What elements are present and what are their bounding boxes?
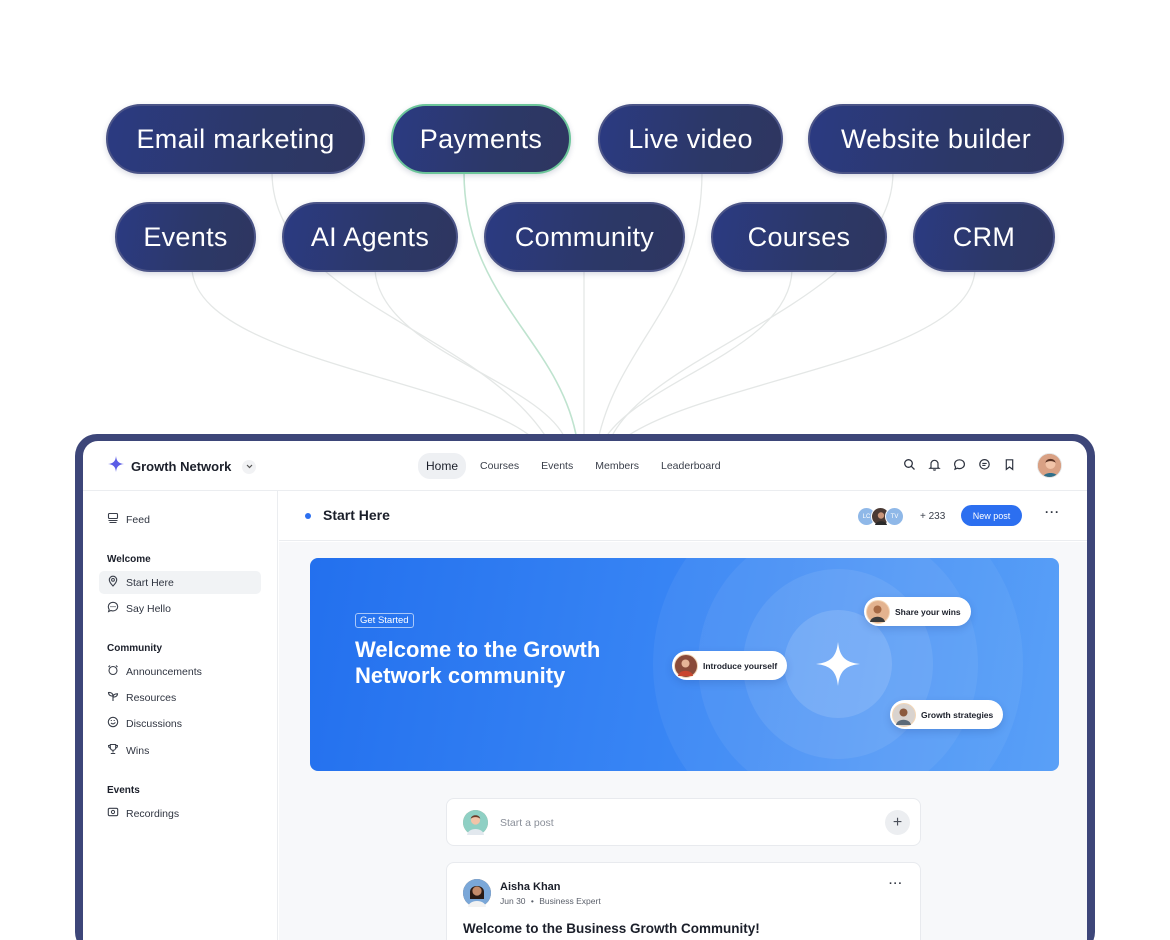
top-icons [903,458,1016,471]
post-composer[interactable]: Start a post + [446,798,921,846]
chat-icon[interactable] [953,458,966,471]
post-card: Aisha Khan Jun 30 • Business Expert ··· … [446,862,921,940]
feature-pill-live-video[interactable]: Live video [598,104,783,174]
alarm-icon [107,664,119,679]
connector-events [191,269,536,441]
feature-pill-email-marketing[interactable]: Email marketing [106,104,365,174]
connector-ai [374,269,567,441]
sidebar-item-recordings[interactable]: Recordings [99,802,261,825]
connector-crm [621,269,976,441]
sidebar-item-wins[interactable]: Wins [99,739,261,762]
feature-pill-crm[interactable]: CRM [913,202,1055,272]
trophy-icon [107,743,119,758]
feature-pill-courses[interactable]: Courses [711,202,887,272]
sidebar-heading-welcome: Welcome [107,554,151,565]
chip-label: Growth strategies [921,709,994,720]
hero-banner: Get Started Welcome to the Growth Networ… [310,558,1059,771]
author-avatar[interactable] [463,879,491,907]
connector-courses [603,269,793,441]
feed-icon [107,512,119,527]
bookmark-icon[interactable] [1003,458,1016,471]
member-avatars[interactable]: LC TV [857,507,904,526]
status-dot [305,513,311,519]
post-title: Welcome to the Business Growth Community… [463,921,760,936]
nav-home[interactable]: Home [418,453,467,479]
sparkle-logo-icon [108,456,124,477]
feature-pill-website-builder[interactable]: Website builder [808,104,1064,174]
sidebar-item-label: Wins [126,744,150,757]
user-avatar[interactable] [1037,453,1062,478]
nav-events[interactable]: Events [541,460,574,472]
bell-icon[interactable] [928,458,941,471]
member-avatar-tv: TV [885,507,904,526]
location-icon [107,575,119,590]
chip-introduce-yourself[interactable]: Introduce yourself [672,651,788,680]
chip-growth-strategies[interactable]: Growth strategies [890,700,1004,729]
post-role: Business Expert [539,896,601,906]
brand-name: Growth Network [131,459,232,474]
post-author[interactable]: Aisha Khan [500,881,561,893]
hero-title: Welcome to the Growth Network community [355,637,601,688]
chip-label: Share your wins [895,606,961,617]
nav-courses[interactable]: Courses [480,460,520,472]
sidebar-heading-events: Events [107,785,140,796]
sidebar-item-feed[interactable]: Feed [99,508,261,531]
main-header: Start Here LC TV + 233 New post ··· [279,491,1087,541]
connector-email [271,171,549,441]
main-content: Get Started Welcome to the Growth Networ… [279,542,1087,940]
member-count: + 233 [920,511,946,522]
sidebar-item-label: Say Hello [126,602,171,615]
post-more-button[interactable]: ··· [889,878,903,890]
sidebar-heading-community: Community [107,643,162,654]
chip-share-your-wins[interactable]: Share your wins [864,597,971,626]
sidebar-item-label: Start Here [126,576,174,589]
page-title: Start Here [323,507,390,523]
composer-placeholder: Start a post [500,817,554,829]
search-icon[interactable] [903,458,916,471]
chevron-down-icon[interactable] [242,459,257,474]
meta-separator: • [530,896,534,906]
sidebar-item-label: Feed [126,513,150,526]
chat-bubble-icon [107,601,119,616]
sparkle-icon [816,642,860,691]
sidebar-item-label: Announcements [126,665,202,678]
sidebar-item-say-hello[interactable]: Say Hello [99,597,261,620]
feature-pill-community[interactable]: Community [484,202,685,272]
feature-pill-ai-agents[interactable]: AI Agents [282,202,458,272]
messages-icon[interactable] [978,458,991,471]
feature-pill-events[interactable]: Events [115,202,256,272]
top-bar: Growth Network Home Courses Events Membe… [83,441,1087,491]
feature-pill-payments[interactable]: Payments [391,104,571,174]
chip-avatar [866,599,890,624]
brand[interactable]: Growth Network [108,456,257,477]
main-nav: Home Courses Events Members Leaderboard [418,453,729,479]
chip-label: Introduce yourself [703,660,778,671]
chip-avatar [674,653,698,678]
sidebar-item-announcements[interactable]: Announcements [99,660,261,683]
post-meta: Jun 30 • Business Expert [500,896,601,906]
sidebar-item-start-here[interactable]: Start Here [99,571,261,594]
more-options-button[interactable]: ··· [1045,505,1060,519]
nav-leaderboard[interactable]: Leaderboard [661,460,721,472]
post-date: Jun 30 [500,896,526,906]
app-window: Growth Network Home Courses Events Membe… [83,441,1087,940]
nav-members[interactable]: Members [595,460,639,472]
sidebar-item-discussions[interactable]: Discussions [99,712,261,735]
add-post-button[interactable]: + [885,810,910,835]
get-started-badge: Get Started [355,613,414,628]
sidebar-item-label: Resources [126,691,177,704]
chip-avatar [892,702,916,727]
sprout-icon [107,690,119,705]
new-post-button[interactable]: New post [961,505,1022,526]
sidebar-item-label: Discussions [126,717,183,730]
connector-payments [463,171,578,441]
connector-live [597,171,703,441]
sidebar-item-resources[interactable]: Resources [99,686,261,709]
composer-avatar [463,810,488,835]
recording-icon [107,806,119,821]
sidebar-item-label: Recordings [126,807,180,820]
sidebar: Feed Welcome Start Here Say Hello Commun… [83,491,278,940]
discussion-icon [107,716,119,731]
